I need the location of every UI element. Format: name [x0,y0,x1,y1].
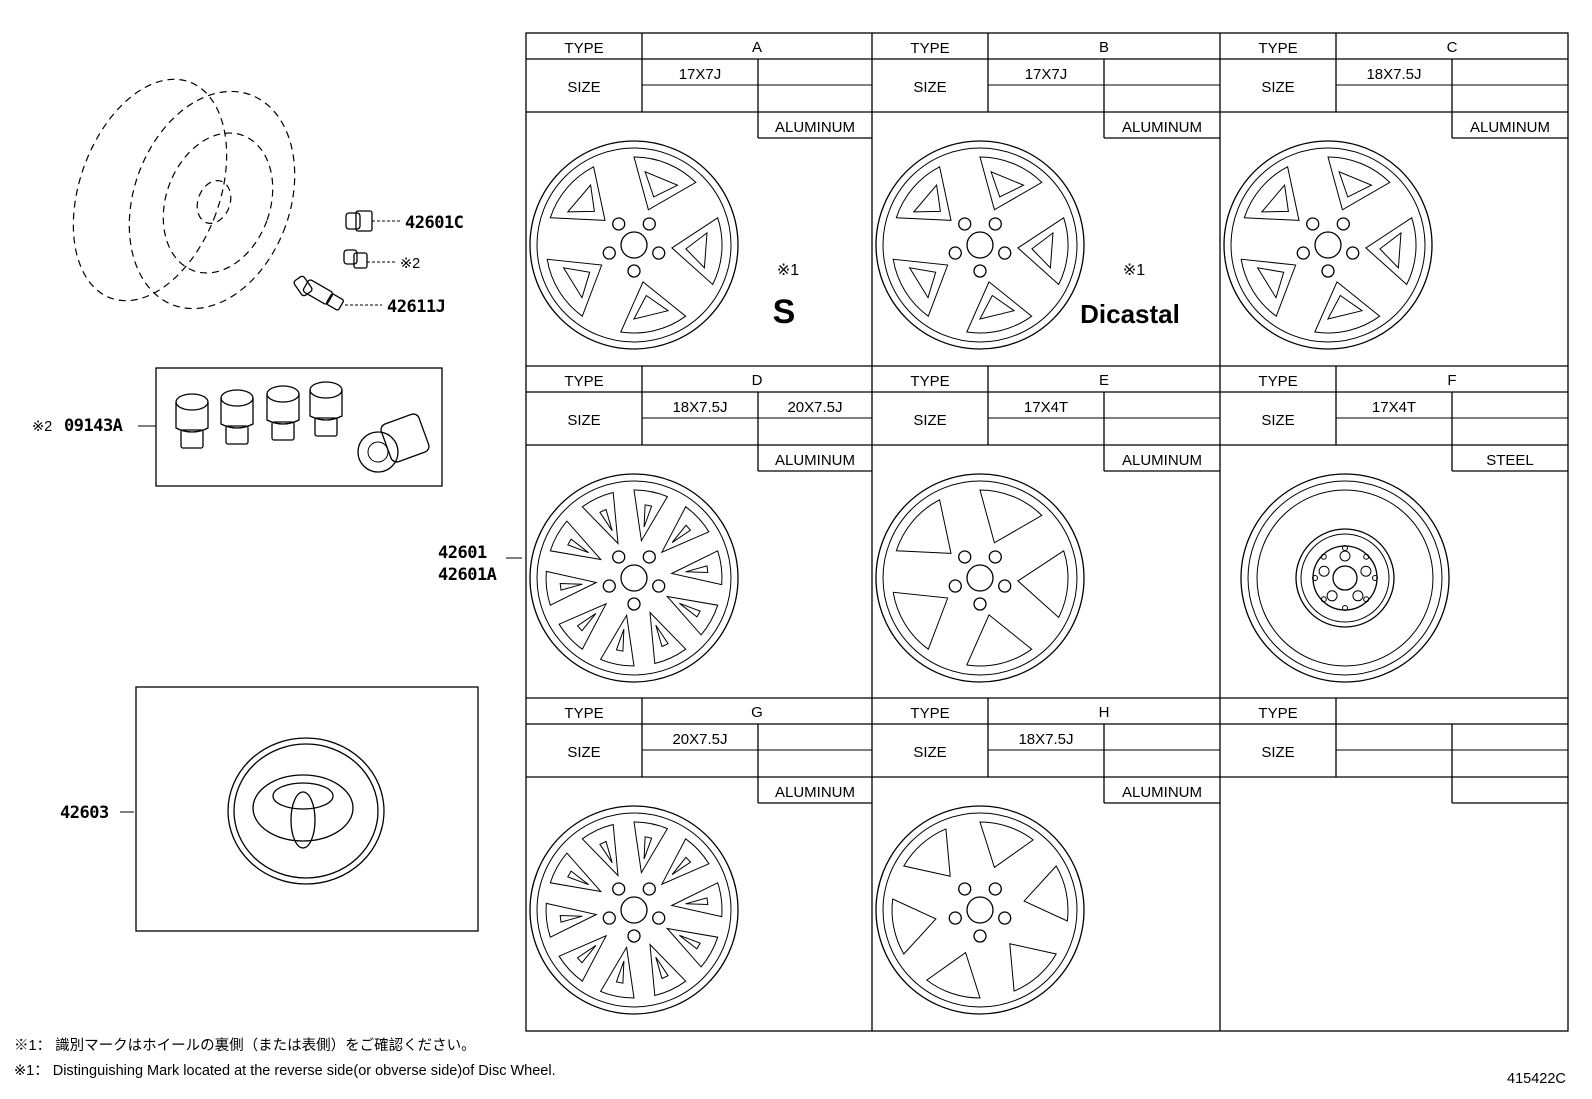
size-value: 17X7J [1025,66,1068,83]
size-label: SIZE [567,79,600,96]
size-label: SIZE [913,744,946,761]
size-value-alt: 20X7.5J [787,399,842,416]
nut-icon [343,249,395,269]
brand-logo: S [773,293,796,331]
type-label: TYPE [910,373,949,390]
wheel-drawing-steel [1240,473,1450,683]
wheel-drawing-double [875,140,1085,350]
nut-mark: ※2 [400,256,420,272]
type-value: B [1099,39,1109,56]
size-value: 17X4T [1024,399,1068,416]
size-label: SIZE [913,79,946,96]
type-value: D [752,372,763,389]
type-label: TYPE [910,705,949,722]
type-value: G [751,704,763,721]
wheel-drawing-double [529,805,739,1015]
material-label: STEEL [1486,452,1534,469]
part-number-lug-nut: 42601C [405,213,463,233]
mark-label: ※1 [777,262,799,279]
size-label: SIZE [567,744,600,761]
part-number-wheel: 42601 [438,543,487,563]
lock-set-box [155,367,443,487]
type-label: TYPE [564,40,603,57]
type-label: TYPE [1258,705,1297,722]
type-label: TYPE [910,40,949,57]
size-label: SIZE [913,412,946,429]
footnote-en: ※1： Distinguishing Mark located at the r… [14,1063,556,1079]
valve-icon [293,275,382,311]
lug-nut-icon [345,210,400,232]
part-number-valve: 42611J [387,297,445,317]
size-label: SIZE [1261,744,1294,761]
part-number-lock-set: 09143A [64,416,123,436]
size-value: 20X7.5J [672,731,727,748]
type-value: H [1099,704,1110,721]
tire-illustration [72,78,296,310]
type-value: E [1099,372,1109,389]
wheel-type-table: TYPE SIZE A 17X7J ALUMINUM ※1S TYPE SIZE B 17X7J A… [525,32,1569,1032]
lock-nut-icons [175,381,430,473]
part-number-wheel-alt: 42601A [438,565,497,585]
material-label: ALUMINUM [1122,119,1202,136]
footnote-jp: ※1： 識別マークはホイールの裏側（または表側）をご確認ください。 [14,1036,476,1054]
mark-label: ※1 [1123,262,1145,279]
part-number-cap: 42603 [60,803,109,823]
brand-logo: Dicastal [1080,299,1180,329]
wheel-drawing-six [875,805,1085,1015]
size-label: SIZE [1261,412,1294,429]
wheel-drawing-double [529,140,739,350]
size-label: SIZE [567,412,600,429]
lock-set-mark: ※2 [32,419,52,435]
type-value: C [1447,39,1458,56]
wheel-drawing-double [529,473,739,683]
size-value: 18X7.5J [1018,731,1073,748]
diagram-id: 415422C [1507,1071,1566,1087]
material-label: ALUMINUM [775,784,855,801]
material-label: ALUMINUM [1122,452,1202,469]
wheel-drawing-five [875,473,1085,683]
type-value: F [1447,372,1456,389]
type-label: TYPE [564,373,603,390]
type-label: TYPE [564,705,603,722]
size-value: 18X7.5J [1366,66,1421,83]
size-value: 18X7.5J [672,399,727,416]
material-label: ALUMINUM [1122,784,1202,801]
toyota-cap-icon [227,737,385,885]
type-label: TYPE [1258,373,1297,390]
material-label: ALUMINUM [775,119,855,136]
type-label: TYPE [1258,40,1297,57]
size-value: 17X4T [1372,399,1416,416]
type-value: A [752,39,762,56]
size-value: 17X7J [679,66,722,83]
table-frame [525,32,1569,1032]
material-label: ALUMINUM [775,452,855,469]
size-label: SIZE [1261,79,1294,96]
material-label: ALUMINUM [1470,119,1550,136]
cap-box [135,686,479,932]
wheel-drawing-double [1223,140,1433,350]
